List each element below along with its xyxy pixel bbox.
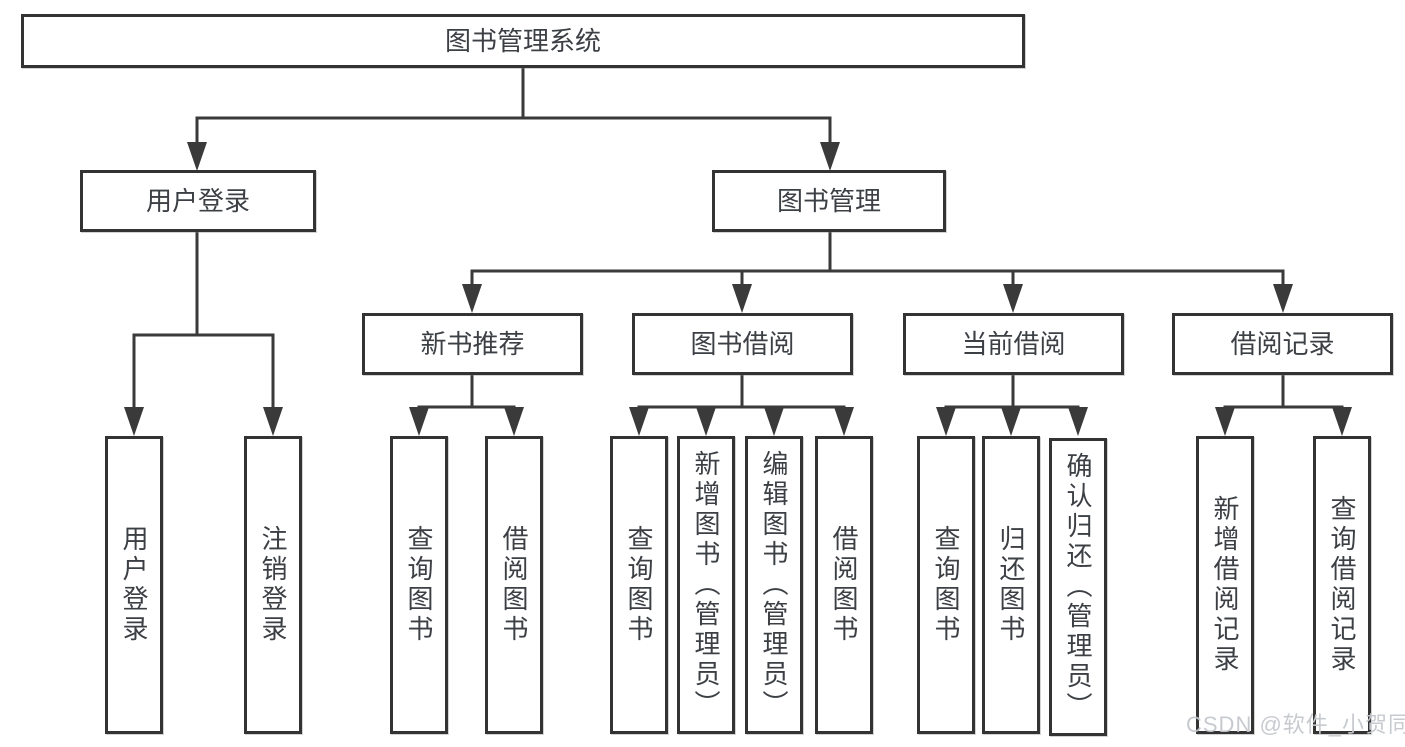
connector-book-management-to-level3 — [470, 232, 1285, 289]
csdn-watermark: CSDN @软件_小贺同学 — [1186, 712, 1405, 737]
leaf-logout: 注销登录 — [244, 436, 302, 734]
leaf-edit-books-admin: 编辑图书（管理员） — [745, 436, 803, 734]
leaf-add-books-admin: 新增图书（管理员） — [677, 436, 735, 734]
node-book-management: 图书管理 — [712, 170, 946, 232]
node-current-borrowing: 当前借阅 — [903, 313, 1124, 375]
leaf-borrow-books: 借阅图书 — [485, 436, 543, 734]
leaf-query-books: 查询图书 — [610, 436, 668, 734]
connector-new-book-to-leaves — [417, 374, 516, 414]
connector-book-borrowing-to-leaves — [637, 374, 846, 414]
leaf-add-borrow-record: 新增借阅记录 — [1196, 436, 1254, 734]
node-new-book-recommendation: 新书推荐 — [362, 313, 583, 375]
connector-user-login-to-leaves — [132, 232, 275, 412]
leaf-query-books: 查询图书 — [390, 436, 448, 734]
node-root-system: 图书管理系统 — [21, 14, 1025, 68]
node-borrowing-records: 借阅记录 — [1172, 313, 1393, 375]
leaf-return-books: 归还图书 — [982, 436, 1040, 734]
leaf-confirm-return-admin: 确认归还（管理员） — [1049, 438, 1107, 736]
leaf-query-books: 查询图书 — [917, 436, 975, 734]
connector-root-to-level2 — [195, 68, 832, 146]
arrowheads — [124, 142, 1352, 436]
leaf-query-borrow-record: 查询借阅记录 — [1313, 436, 1371, 734]
node-book-borrowing: 图书借阅 — [632, 313, 853, 375]
leaf-user-login: 用户登录 — [105, 436, 163, 734]
leaf-borrow-books: 借阅图书 — [815, 436, 873, 734]
node-user-login: 用户登录 — [80, 170, 316, 232]
connector-borrowing-records-to-leaves — [1223, 374, 1344, 414]
